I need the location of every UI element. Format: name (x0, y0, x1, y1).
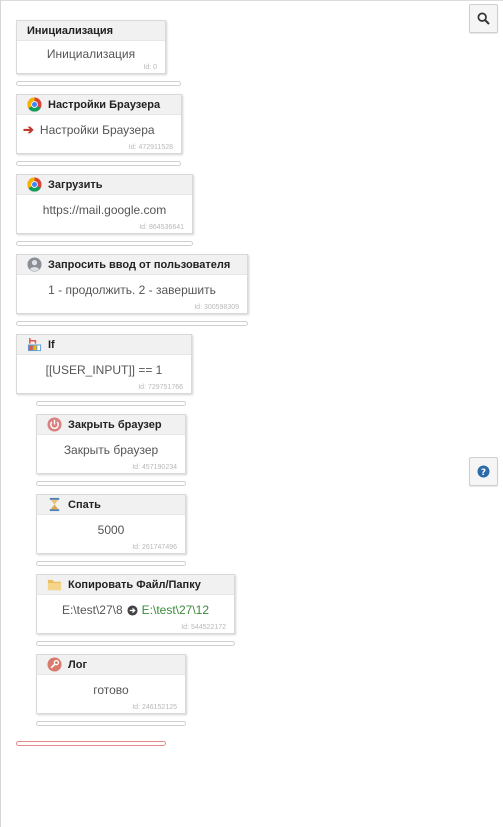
end-connector[interactable] (16, 741, 166, 746)
block-value: 5000 (97, 523, 125, 537)
block-header: Настройки Браузера (17, 95, 181, 115)
block-load[interactable]: Загрузить https://mail.google.com Id: 86… (16, 174, 193, 234)
block-id: Id: 261747496 (132, 544, 177, 551)
left-border (0, 0, 1, 827)
arrow-circle-right-icon (127, 604, 138, 616)
help-button[interactable]: ? (469, 457, 498, 486)
block-header: If (17, 335, 191, 355)
block-value: готово (93, 683, 129, 697)
if-icon (27, 337, 42, 352)
block-title: Закрыть браузер (68, 418, 162, 431)
chrome-icon (27, 97, 42, 112)
block-body: Инициализация (17, 41, 165, 67)
block-value: 1 - продолжить. 2 - завершить (48, 283, 216, 297)
block-body: ➔ Настройки Браузера (17, 115, 181, 145)
block-id: Id: 729751766 (138, 384, 183, 391)
block-body: E:\test\27\8 E:\test\27\12 (37, 595, 234, 625)
block-value: Инициализация (46, 47, 136, 61)
block-title: Настройки Браузера (48, 98, 161, 111)
block-body: готово (37, 675, 185, 705)
block-header: Спать (37, 495, 185, 515)
connector[interactable] (36, 401, 186, 406)
block-log[interactable]: Лог готово Id: 246152125 (36, 654, 186, 714)
destination-path: E:\test\27\12 (141, 603, 210, 617)
block-title: Запросить ввод от пользователя (48, 258, 231, 271)
block-body: 1 - продолжить. 2 - завершить (17, 275, 247, 305)
block-header: Загрузить (17, 175, 192, 195)
connector[interactable] (16, 81, 181, 86)
connector[interactable] (36, 641, 235, 646)
connector[interactable] (36, 481, 186, 486)
connector[interactable] (16, 241, 193, 246)
block-id: Id: 864536641 (139, 224, 184, 231)
block-copy-file[interactable]: Копировать Файл/Папку E:\test\27\8 E:\te… (36, 574, 235, 634)
connector[interactable] (36, 721, 186, 726)
wrench-icon (47, 657, 62, 672)
block-body: https://mail.google.com (17, 195, 192, 225)
block-value: [[USER_INPUT]] == 1 (45, 363, 163, 377)
source-path: E:\test\27\8 (61, 603, 123, 617)
block-title: If (48, 338, 55, 351)
question-icon: ? (477, 465, 490, 478)
block-header: Лог (37, 655, 185, 675)
top-border (0, 0, 503, 1)
block-title: Копировать Файл/Папку (68, 578, 201, 591)
block-title: Лог (68, 658, 88, 671)
block-user-input[interactable]: Запросить ввод от пользователя 1 - продо… (16, 254, 248, 314)
search-icon (477, 12, 490, 25)
connector[interactable] (36, 561, 186, 566)
block-body: Закрыть браузер (37, 435, 185, 465)
block-id: Id: 246152125 (132, 704, 177, 711)
block-body: 5000 (37, 515, 185, 545)
block-browser-settings[interactable]: Настройки Браузера ➔ Настройки Браузера … (16, 94, 182, 154)
folder-icon (47, 579, 62, 591)
block-id: Id: 544522172 (181, 624, 226, 631)
block-id: Id: 300598309 (194, 304, 239, 311)
block-id: Id: 457190234 (132, 464, 177, 471)
search-button[interactable] (469, 4, 498, 33)
block-header: Инициализация (17, 21, 165, 41)
block-sleep[interactable]: Спать 5000 Id: 261747496 (36, 494, 186, 554)
block-value: Закрыть браузер (63, 443, 159, 457)
user-icon (27, 257, 42, 272)
hourglass-icon (49, 497, 60, 512)
block-title: Спать (68, 498, 101, 511)
block-header: Запросить ввод от пользователя (17, 255, 247, 275)
block-initialization[interactable]: Инициализация Инициализация Id: 0 (16, 20, 166, 74)
block-header: Закрыть браузер (37, 415, 185, 435)
svg-text:?: ? (481, 468, 486, 478)
arrow-right-icon: ➔ (23, 122, 34, 137)
block-title: Инициализация (27, 24, 114, 37)
block-id: Id: 0 (143, 64, 157, 71)
block-if[interactable]: If [[USER_INPUT]] == 1 Id: 729751766 (16, 334, 192, 394)
block-value: https://mail.google.com (42, 203, 167, 217)
connector[interactable] (16, 321, 248, 326)
block-id: Id: 472911528 (128, 144, 173, 151)
block-title: Загрузить (48, 178, 103, 191)
power-icon (47, 417, 62, 432)
block-value: Настройки Браузера (39, 123, 155, 137)
block-body: [[USER_INPUT]] == 1 (17, 355, 191, 385)
block-header: Копировать Файл/Папку (37, 575, 234, 595)
chrome-icon (27, 177, 42, 192)
connector[interactable] (16, 161, 181, 166)
block-close-browser[interactable]: Закрыть браузер Закрыть браузер Id: 4571… (36, 414, 186, 474)
